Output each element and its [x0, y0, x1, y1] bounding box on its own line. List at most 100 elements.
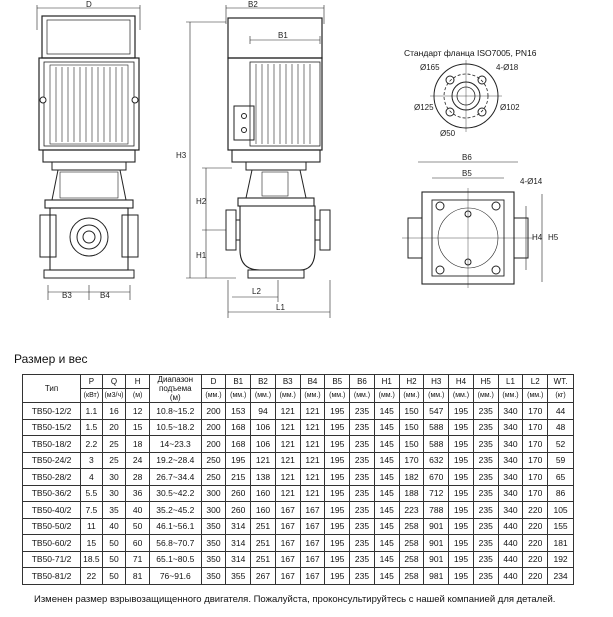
table-cell: 195: [448, 501, 474, 519]
column-header: B5: [324, 374, 351, 389]
table-cell: 50: [101, 550, 127, 568]
label-d50: Ø50: [440, 129, 456, 138]
table-cell: 234: [547, 567, 574, 585]
table-cell: 18: [125, 435, 150, 453]
label-B4: B4: [100, 291, 110, 300]
table-cell: 901: [423, 517, 450, 535]
table-cell: 26.7~34.4: [148, 468, 202, 486]
label-H3: H3: [176, 151, 187, 160]
table-cell: 547: [423, 402, 450, 420]
table-cell: 340: [497, 501, 524, 519]
table-cell: 235: [472, 550, 499, 568]
table-cell: 60: [125, 534, 150, 552]
table-cell: 314: [225, 550, 252, 568]
table-cell: 10.5~18.2: [148, 418, 202, 436]
table-cell: 121: [274, 402, 301, 420]
footnote: Изменен размер взрывозащищенного двигате…: [34, 594, 556, 605]
table-cell: 340: [497, 468, 524, 486]
table-cell: 20: [101, 418, 127, 436]
label-D: D: [86, 0, 92, 9]
table-cell: 24: [125, 451, 150, 469]
column-unit: (м3/ч): [101, 388, 127, 403]
label-d165: Ø165: [420, 63, 440, 72]
table-cell: 52: [547, 435, 574, 453]
label-B5: B5: [462, 169, 472, 178]
table-cell: 220: [522, 517, 549, 535]
side-view: [186, 5, 331, 318]
table-cell: 30: [101, 468, 127, 486]
table-cell: 28: [125, 468, 150, 486]
model-cell: TB50-60/2: [21, 534, 82, 552]
table-cell: 235: [472, 468, 499, 486]
column-header: B3: [274, 374, 301, 389]
table-cell: 168: [225, 435, 252, 453]
table-cell: 195: [448, 550, 474, 568]
table-cell: 81: [125, 567, 150, 585]
column-unit: (мм.): [448, 388, 474, 403]
table-cell: 588: [423, 418, 450, 436]
table-cell: 145: [373, 534, 400, 552]
table-cell: 145: [373, 550, 400, 568]
table-cell: 145: [373, 567, 400, 585]
table-cell: 220: [522, 501, 549, 519]
table-cell: 588: [423, 435, 450, 453]
model-cell: TB50-28/2: [21, 468, 82, 486]
table-cell: 121: [274, 484, 301, 502]
table-cell: 440: [497, 534, 524, 552]
model-cell: TB50-24/2: [21, 451, 82, 469]
table-cell: 106: [250, 435, 276, 453]
table-cell: 59: [547, 451, 574, 469]
table-cell: 981: [423, 567, 450, 585]
table-cell: 121: [299, 484, 326, 502]
table-cell: 235: [472, 418, 499, 436]
table-cell: 235: [349, 451, 375, 469]
table-cell: 235: [349, 501, 375, 519]
column-unit: (кВт): [80, 388, 103, 403]
table-cell: 22: [80, 567, 103, 585]
label-d102: Ø102: [500, 103, 520, 112]
table-cell: 145: [373, 451, 400, 469]
table-cell: 300: [200, 484, 227, 502]
column-unit: (мм.): [274, 388, 301, 403]
table-cell: 138: [250, 468, 276, 486]
table-cell: 121: [299, 435, 326, 453]
column-unit: (кг): [547, 388, 574, 403]
table-cell: 1.5: [80, 418, 103, 436]
model-cell: TB50-81/2: [21, 567, 82, 585]
label-H2: H2: [196, 197, 207, 206]
column-unit: (мм.): [299, 388, 326, 403]
table-cell: 200: [200, 418, 227, 436]
table-cell: 251: [250, 550, 276, 568]
table-cell: 1.1: [80, 402, 103, 420]
table-cell: 121: [274, 435, 301, 453]
table-cell: 25: [101, 451, 127, 469]
table-cell: 86: [547, 484, 574, 502]
column-header: P: [80, 374, 103, 389]
flange-detail: [430, 60, 502, 132]
table-cell: 167: [274, 517, 301, 535]
table-cell: 40: [101, 517, 127, 535]
column-header: WT.: [547, 374, 574, 389]
table-cell: 195: [448, 451, 474, 469]
column-unit: (м): [125, 388, 150, 403]
table-cell: 235: [349, 435, 375, 453]
table-cell: 195: [324, 501, 351, 519]
table-cell: 195: [324, 484, 351, 502]
table-cell: 10.8~15.2: [148, 402, 202, 420]
table-cell: 340: [497, 484, 524, 502]
table-cell: 195: [225, 451, 252, 469]
table-cell: 258: [398, 550, 425, 568]
table-cell: 258: [398, 517, 425, 535]
table-cell: 56.8~70.7: [148, 534, 202, 552]
table-cell: 121: [250, 451, 276, 469]
column-header: H2: [398, 374, 425, 389]
table-cell: 170: [522, 468, 549, 486]
column-unit: (мм.): [398, 388, 425, 403]
table-cell: 195: [448, 435, 474, 453]
table-cell: 314: [225, 517, 252, 535]
table-cell: 121: [299, 402, 326, 420]
label-B1: B1: [278, 31, 288, 40]
label-L2: L2: [252, 287, 261, 296]
